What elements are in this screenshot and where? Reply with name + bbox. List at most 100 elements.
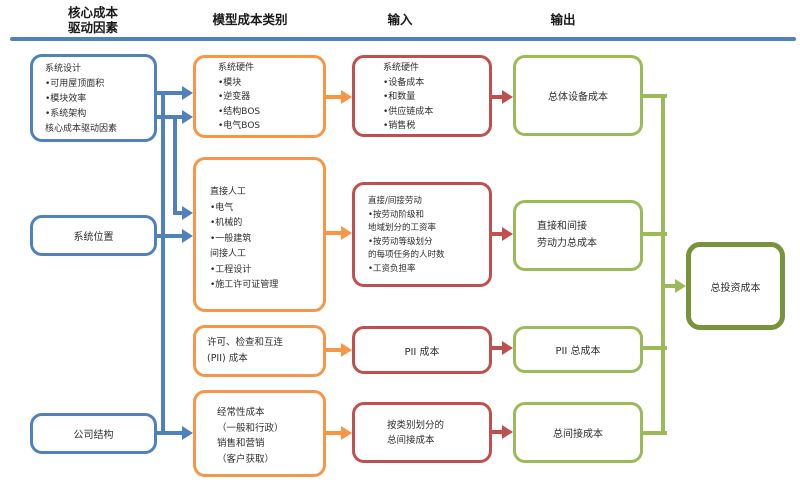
connector-design-to-hardware-line — [157, 91, 182, 95]
hardware-to-input-arrow-icon — [341, 90, 352, 104]
structure-to-recurring-arrow-icon — [182, 426, 193, 440]
input-to-indirect-total-arrow-icon — [502, 425, 513, 439]
text-line: 间接人工 — [210, 249, 247, 259]
connector-hardware-to-input-line — [326, 95, 341, 99]
text-line: （一般和行政） — [217, 422, 284, 434]
text-line: •逆变器 — [218, 92, 251, 102]
box-company-structure-label: 公司结构 — [73, 430, 114, 441]
text-line: •按劳动等级划分 — [368, 236, 433, 247]
box-input-pii: PII 成本 — [352, 326, 492, 374]
text-line: •销售税 — [383, 121, 416, 131]
box-output-equipment-total: 总体设备成本 — [513, 55, 643, 136]
text-line: 直接/间接劳动 — [368, 196, 422, 206]
connector-labor-to-input-line — [326, 231, 341, 235]
recurring-to-input-arrow-icon — [341, 426, 352, 440]
text-line: 劳动力总成本 — [537, 238, 597, 249]
box-system-design: 系统设计 •可用屋顶面积 •模块效率 •系统架构核心成本驱动因素 — [30, 54, 157, 142]
text-line: 核心成本驱动因素 — [45, 124, 118, 134]
text-line: 总间接成本 — [387, 435, 435, 446]
connector-design-vertical-line — [161, 91, 165, 435]
connector-input-to-labor-total-line — [492, 232, 502, 236]
design-to-hardware-arrow-2-icon — [182, 110, 193, 124]
text-line: 许可、检查和互连 — [207, 337, 284, 348]
box-category-labor: 直接人工•电气•机械的•一般建筑间接人工•工程设计•施工许可证管理 — [193, 157, 326, 312]
connector-input-to-pii-total-line — [492, 346, 502, 350]
connector-recurring-to-input-line — [326, 431, 341, 435]
box-total-investment-cost-label: 总投资成本 — [710, 282, 761, 294]
text-line: (PII) 成本 — [207, 353, 248, 364]
input-to-labor-total-arrow-icon — [502, 227, 513, 241]
text-line: （客户获取） — [217, 453, 275, 465]
connector-labor-to-bus-line — [643, 232, 667, 236]
box-output-indirect-total: 总间接成本 — [513, 402, 643, 463]
text-line: 系统硬件 — [218, 63, 255, 73]
text-line: •可用屋顶面积 — [45, 79, 105, 89]
connector-indirect-to-bus-line — [643, 431, 667, 435]
header-model-cost-categories: 模型成本类别 — [212, 12, 288, 27]
text-line: •按劳动阶级和 — [368, 209, 425, 220]
box-category-system-hardware: 系统硬件 •模块 •逆变器 •结构BOS •电气BOS — [193, 55, 326, 138]
pii-to-input-arrow-icon — [341, 343, 352, 357]
box-input-indirect: 按类别划分的总间接成本 — [352, 402, 492, 463]
labor-to-input-arrow-icon — [341, 226, 352, 240]
text-line: •电气 — [210, 202, 234, 213]
connector-branch-vertical-line — [173, 115, 177, 215]
text-line: 的每项任务的人时数 — [368, 250, 445, 260]
connector-design-to-hardware-line-2 — [157, 115, 182, 119]
connector-location-to-labor-line — [157, 234, 182, 238]
input-to-pii-total-arrow-icon — [502, 341, 513, 355]
text-line: •机械的 — [210, 218, 243, 228]
box-category-recurring: 经常性成本 （一般和行政） 销售和营销 （客户获取） — [193, 390, 326, 477]
location-to-labor-arrow-icon — [182, 229, 193, 243]
text-line: •系统架构 — [45, 109, 87, 119]
text-line: •设备成本 — [383, 77, 425, 88]
text-line: •工程设计 — [210, 264, 252, 275]
connector-structure-to-recurring-line — [157, 431, 182, 435]
text-line: 直接和间接 — [537, 221, 587, 232]
text-line: 直接人工 — [210, 187, 247, 197]
connector-bus-to-total-line — [661, 284, 675, 288]
box-output-labor-total: 直接和间接劳动力总成本 — [513, 200, 643, 271]
connector-pii-to-input-line — [326, 348, 341, 352]
connector-equipment-to-bus-line — [643, 94, 667, 98]
text-line: •电气BOS — [218, 121, 261, 131]
design-to-hardware-arrow-icon — [182, 86, 193, 100]
box-output-pii-total: PII 总成本 — [513, 326, 643, 373]
text-line: 按类别划分的 — [387, 420, 445, 431]
text-line: •模块 — [218, 77, 242, 88]
box-system-location-label: 系统位置 — [73, 232, 114, 243]
text-line: 系统设计 — [45, 64, 82, 74]
box-system-location: 系统位置 — [30, 215, 157, 256]
connector-output-bus-vertical-line — [661, 94, 665, 435]
connector-input-to-indirect-total-line — [492, 430, 502, 434]
text-line: •和数量 — [383, 92, 416, 102]
box-company-structure: 公司结构 — [30, 413, 157, 454]
text-line: 经常性成本 — [217, 407, 265, 418]
box-output-indirect-total-label: 总间接成本 — [553, 429, 603, 440]
text-line: •模块效率 — [45, 94, 87, 104]
header-divider-line — [10, 37, 796, 41]
text-line: 销售和营销 — [217, 438, 265, 449]
box-input-system-hardware: 系统硬件 •设备成本 •和数量 •供应链成本 •销售税 — [352, 55, 492, 137]
connector-pii-to-bus-line — [643, 346, 667, 350]
box-category-pii: 许可、检查和互连 (PII) 成本 — [193, 325, 326, 377]
bus-to-total-arrow-icon — [675, 279, 686, 293]
text-line: •供应链成本 — [383, 106, 434, 117]
text-line: 系统硬件 — [383, 63, 420, 73]
text-line: •工资负担率 — [368, 263, 416, 274]
text-line: •施工许可证管理 — [210, 280, 279, 290]
connector-input-to-equipment-line — [492, 95, 502, 99]
input-to-equipment-arrow-icon — [502, 90, 513, 104]
box-input-pii-label: PII 成本 — [404, 346, 440, 358]
header-core-cost-drivers: 核心成本 驱动因素 — [67, 5, 118, 35]
header-output: 输出 — [550, 12, 576, 27]
connector-branch-to-labor-line — [173, 211, 182, 215]
text-line: •结构BOS — [218, 106, 261, 117]
box-input-labor: 直接/间接劳动•按劳动阶级和地域划分的工资率•按劳动等级划分的每项任务的人时数•… — [352, 182, 492, 287]
header-input: 输入 — [387, 12, 413, 27]
box-total-investment-cost: 总投资成本 — [686, 242, 785, 330]
box-output-pii-total-label: PII 总成本 — [555, 346, 601, 357]
box-output-equipment-total-label: 总体设备成本 — [548, 92, 608, 103]
branch-to-labor-arrow-icon — [182, 206, 193, 220]
